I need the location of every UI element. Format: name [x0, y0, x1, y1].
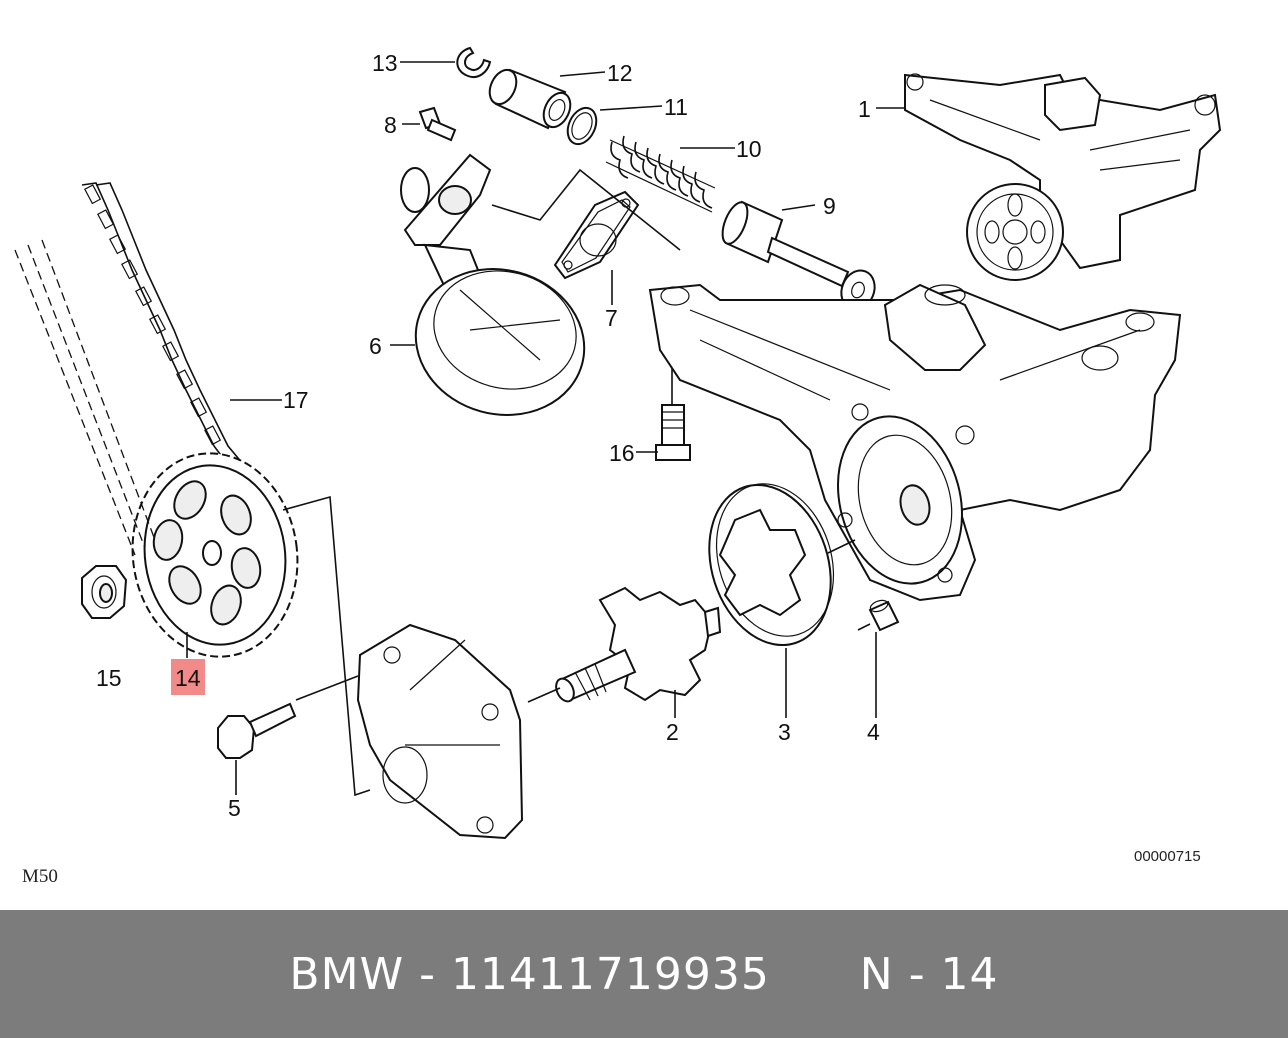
leader-9 — [781, 204, 816, 211]
callout-9: 9 — [823, 193, 836, 219]
guide-line-bolt — [295, 675, 359, 701]
part-suction-pipe — [400, 153, 586, 416]
callout-10: 10 — [736, 136, 762, 162]
guide-line-chain-2 — [27, 244, 146, 549]
callout-1: 1 — [858, 96, 871, 122]
guide-line-cover — [282, 495, 371, 797]
callout-15: 15 — [96, 665, 122, 691]
guide-line-shaft — [527, 687, 561, 703]
callout-16: 16 — [609, 440, 635, 466]
highlight-callout-14 — [171, 659, 205, 695]
callout-2: 2 — [666, 719, 679, 745]
part-oil-pump-assembly — [904, 73, 1222, 281]
guide-line-chain-1 — [14, 249, 136, 556]
callout-5: 5 — [228, 795, 241, 821]
part-o-ring — [566, 106, 598, 146]
caption-separator: - — [404, 948, 451, 1000]
part-gasket — [553, 190, 640, 280]
part-dowel-sleeve — [868, 599, 900, 632]
leader-16 — [636, 368, 673, 453]
guide-line-rotor — [827, 539, 856, 554]
callout-4: 4 — [867, 719, 880, 745]
callout-13: 13 — [372, 50, 398, 76]
part-circlip — [456, 46, 492, 78]
model-code: M50 — [22, 866, 58, 887]
part-pump-cover — [356, 623, 524, 840]
caption-brand: BMW — [289, 948, 405, 1000]
part-sleeve — [488, 68, 572, 130]
callout-11: 11 — [664, 94, 688, 120]
caption-position: N - 14 — [859, 948, 999, 1000]
caption-part-number: 11411719935 — [450, 948, 770, 1000]
callout-7: 7 — [605, 305, 618, 331]
part-outer-rotor — [708, 483, 835, 647]
callout-8: 8 — [384, 112, 397, 138]
callout-6: 6 — [369, 333, 382, 359]
part-bolt-cover — [217, 702, 297, 759]
part-bolt-small — [418, 106, 457, 142]
part-pump-housing — [648, 283, 1182, 602]
part-relief-piston — [721, 200, 876, 311]
guide-line-chain-3 — [41, 239, 156, 541]
callout-17: 17 — [283, 387, 309, 413]
part-stud — [655, 404, 691, 461]
caption-gap — [770, 949, 860, 1000]
part-number-caption: BMW - 11411719935 N - 14 — [0, 910, 1288, 1038]
drawing-number: 00000715 — [1134, 848, 1201, 865]
part-chain — [81, 182, 249, 471]
part-nut — [81, 565, 128, 619]
leader-12 — [559, 71, 606, 77]
guide-line-gasket — [491, 168, 681, 251]
callout-14: 14 — [175, 665, 201, 691]
part-drive-shaft-rotor — [555, 586, 722, 703]
callout-12: 12 — [607, 60, 633, 86]
callout-3: 3 — [778, 719, 791, 745]
guide-line-dowel — [857, 623, 871, 631]
leader-11 — [599, 105, 663, 111]
part-spring — [605, 135, 716, 213]
part-sprocket — [131, 452, 299, 658]
parts-diagram: 1 2 3 4 5 6 7 8 9 10 11 12 13 14 15 16 1… — [14, 46, 1222, 840]
